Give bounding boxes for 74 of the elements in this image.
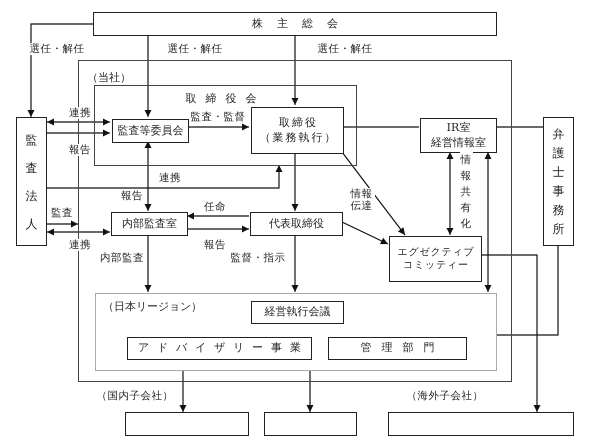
arrow bbox=[342, 152, 406, 236]
arrow bbox=[47, 228, 110, 236]
box-label: 株主総会 bbox=[252, 16, 352, 32]
region-frame bbox=[95, 293, 497, 371]
edge-label: 連携 bbox=[68, 106, 92, 120]
arrow bbox=[187, 212, 249, 220]
org-box bbox=[251, 107, 344, 154]
frame-title: （日本リージョン） bbox=[103, 299, 202, 314]
edge-label: 選任・解任 bbox=[28, 42, 86, 56]
edge-label: 選任・解任 bbox=[166, 42, 224, 56]
arrow bbox=[144, 235, 152, 292]
subsidiary-box bbox=[125, 412, 249, 436]
edge-label: 監督・指示 bbox=[230, 252, 286, 264]
box-label: 経営情報室 bbox=[431, 136, 486, 150]
arrow bbox=[144, 141, 152, 211]
org-box bbox=[250, 212, 343, 236]
connector-line bbox=[342, 126, 419, 128]
edge-label: 報告 bbox=[203, 238, 227, 252]
box-label: 弁護士事務所 bbox=[552, 126, 564, 238]
org-box bbox=[111, 212, 188, 236]
arrow bbox=[484, 152, 492, 292]
org-box bbox=[16, 117, 47, 246]
board-frame bbox=[94, 85, 357, 166]
connector-line bbox=[496, 126, 543, 128]
org-box bbox=[328, 337, 467, 360]
box-label: 管理部門 bbox=[360, 341, 444, 356]
arrow bbox=[47, 129, 110, 137]
edge-label: 連携 bbox=[68, 238, 92, 252]
arrow bbox=[47, 165, 283, 189]
arrow bbox=[187, 225, 249, 233]
arrow bbox=[47, 220, 78, 228]
box-label: （業務執行） bbox=[260, 130, 338, 146]
arrow bbox=[291, 152, 299, 211]
arrow bbox=[342, 221, 388, 245]
arrow bbox=[47, 118, 110, 126]
box-label: 取締役 bbox=[279, 116, 318, 130]
arrow bbox=[306, 370, 314, 412]
arrow bbox=[481, 254, 541, 412]
edge-label: 選任・解任 bbox=[316, 42, 374, 56]
frame-title: （当社） bbox=[87, 70, 131, 85]
edge-label: 連携 bbox=[158, 172, 182, 184]
org-box bbox=[127, 337, 312, 360]
box-label: 経営執行会議 bbox=[264, 305, 330, 320]
box-label: 代表取締役 bbox=[269, 216, 324, 232]
box-label: 内部監査室 bbox=[122, 216, 177, 232]
org-box bbox=[112, 119, 189, 143]
arrow bbox=[187, 123, 249, 131]
box-label: エグゼクティブコミッティー bbox=[396, 246, 476, 272]
box-label: 監査法人 bbox=[26, 132, 38, 232]
arrow bbox=[179, 370, 187, 412]
box-label: IR室 bbox=[446, 120, 470, 136]
edge-label: 内部監査 bbox=[99, 252, 145, 264]
org-box bbox=[251, 301, 344, 324]
arrow bbox=[291, 235, 299, 292]
subsidiary-box bbox=[388, 412, 574, 436]
edge-label: 監査・監督 bbox=[190, 110, 246, 124]
connector-line bbox=[496, 246, 559, 336]
edge-label: 監査 bbox=[50, 206, 74, 220]
edge-label: 報告 bbox=[120, 190, 144, 202]
arrow bbox=[27, 23, 93, 117]
box-label: アドバイザリー事業 bbox=[138, 341, 309, 356]
edge-label: 情報伝達 bbox=[350, 188, 374, 213]
edge-label: 報告 bbox=[68, 144, 92, 156]
assembly-box bbox=[93, 12, 497, 36]
arrow bbox=[144, 36, 152, 117]
edge-label: 任命 bbox=[203, 200, 227, 214]
arrow bbox=[446, 152, 454, 235]
frame-title: 取締役会 bbox=[184, 91, 266, 106]
org-box bbox=[389, 236, 482, 282]
arrow bbox=[291, 36, 299, 105]
subsidiary-box bbox=[264, 412, 357, 436]
org-box bbox=[420, 118, 497, 153]
box-label: 監査等委員会 bbox=[118, 124, 184, 138]
org-box bbox=[543, 117, 574, 246]
